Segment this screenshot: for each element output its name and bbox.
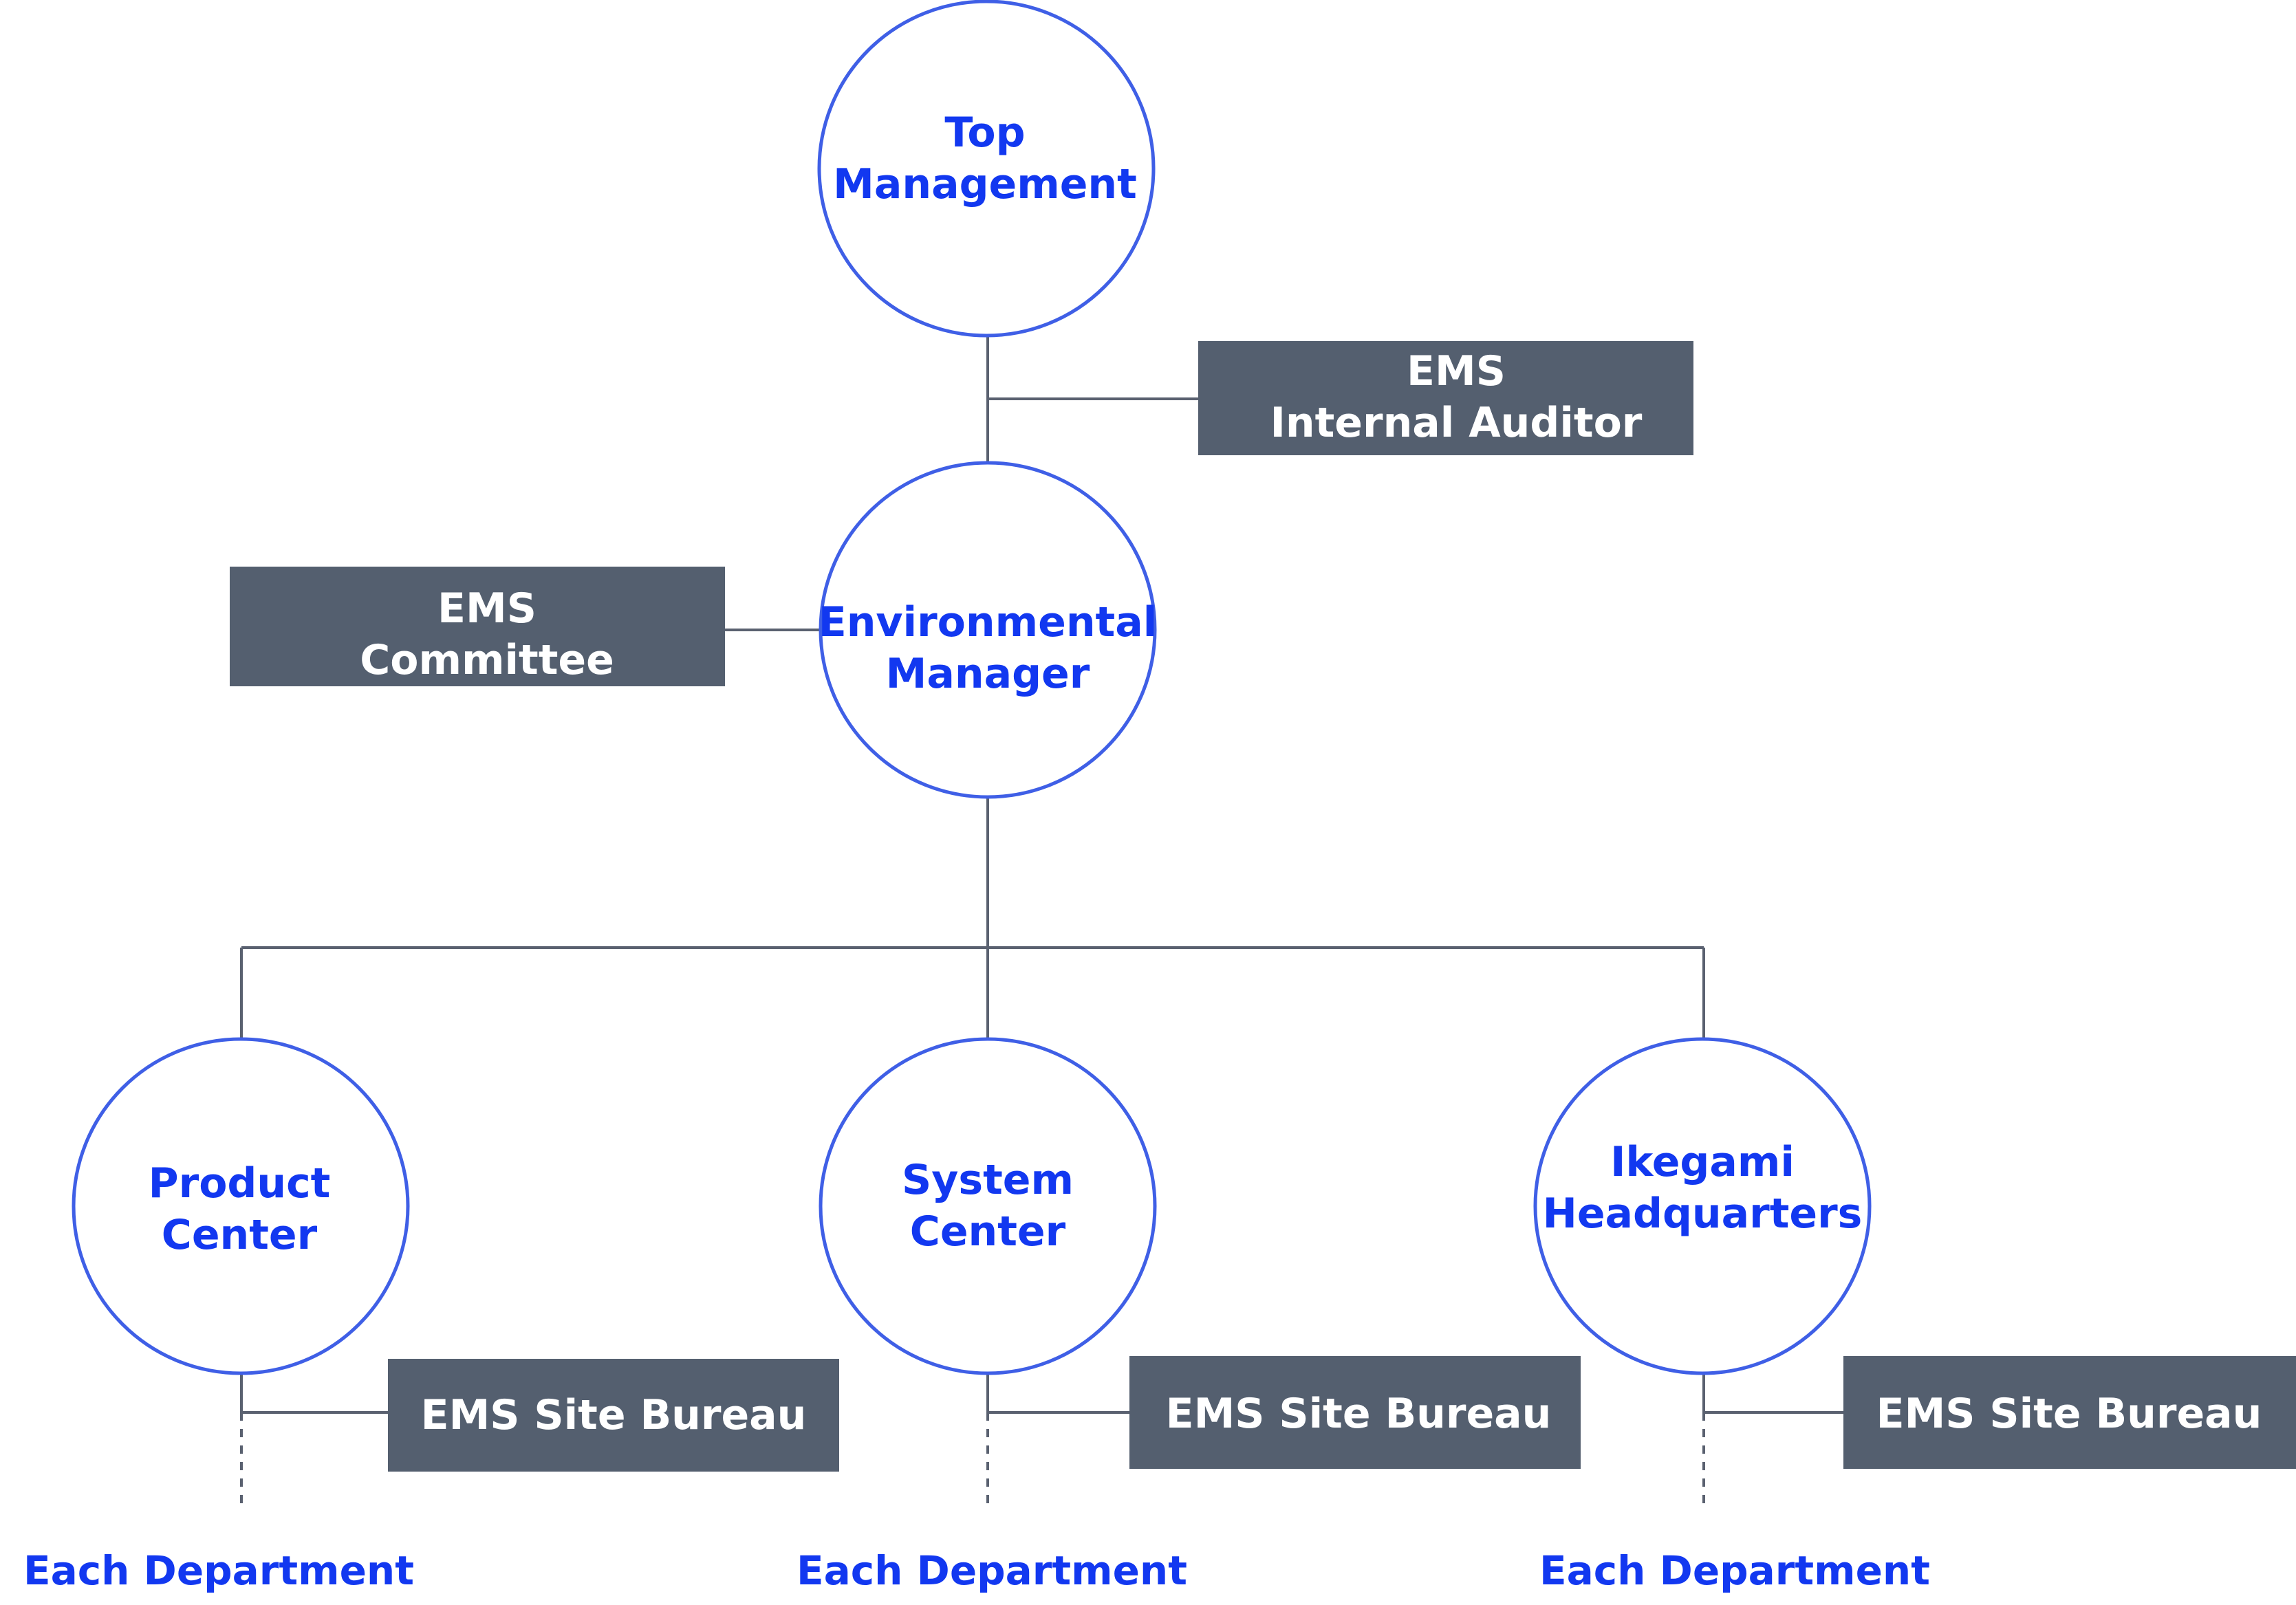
node-product-center: Product Center <box>72 1037 410 1375</box>
box-ems-site-bureau-system: EMS Site Bureau <box>1129 1356 1581 1469</box>
connectors <box>240 337 1843 1503</box>
box-ems-site-bureau-product-label: EMS Site Bureau <box>421 1391 807 1439</box>
node-system-center: System Center <box>819 1037 1157 1375</box>
department-label-system: Each Department <box>797 1547 1187 1594</box>
node-product-center-line1: Product <box>149 1159 331 1208</box>
node-environmental-manager-line1: Environmental <box>819 598 1158 646</box>
node-top-management-line1: Top <box>944 109 1025 157</box>
box-ems-committee-line1: EMS <box>437 585 537 633</box>
box-ems-internal-auditor-line1: EMS <box>1407 347 1506 395</box>
node-product-center-line2: Center <box>162 1211 318 1259</box>
node-environmental-manager-line2: Manager <box>886 650 1090 698</box>
node-top-management: Top Management <box>817 0 1156 338</box>
node-environmental-manager: Environmental Manager <box>819 461 1158 799</box>
department-label-ikegami: Each Department <box>1539 1547 1930 1594</box>
department-label-product: Each Department <box>23 1547 414 1594</box>
box-ems-committee: EMS Committee <box>230 567 725 686</box>
node-ikegami-headquarters-line1: Ikegami <box>1610 1138 1795 1186</box>
box-ems-internal-auditor: EMS Internal Auditor <box>1198 341 1693 455</box>
node-system-center-line2: Center <box>910 1208 1066 1256</box>
box-ems-site-bureau-ikegami-label: EMS Site Bureau <box>1876 1390 2262 1438</box>
box-ems-site-bureau-product: EMS Site Bureau <box>388 1359 839 1472</box>
node-top-management-line2: Management <box>833 160 1137 208</box>
node-system-center-line1: System <box>902 1156 1074 1204</box>
box-ems-site-bureau-ikegami: EMS Site Bureau <box>1843 1356 2296 1469</box>
box-ems-committee-line2: Committee <box>360 636 614 684</box>
box-ems-site-bureau-system-label: EMS Site Bureau <box>1166 1390 1552 1438</box>
node-ikegami-headquarters-line2: Headquarters <box>1543 1190 1863 1238</box>
box-ems-internal-auditor-line2: Internal Auditor <box>1270 399 1643 447</box>
node-ikegami-headquarters: Ikegami Headquarters <box>1533 1037 1872 1375</box>
department-labels: Each Department Each Department Each Dep… <box>23 1547 1930 1594</box>
